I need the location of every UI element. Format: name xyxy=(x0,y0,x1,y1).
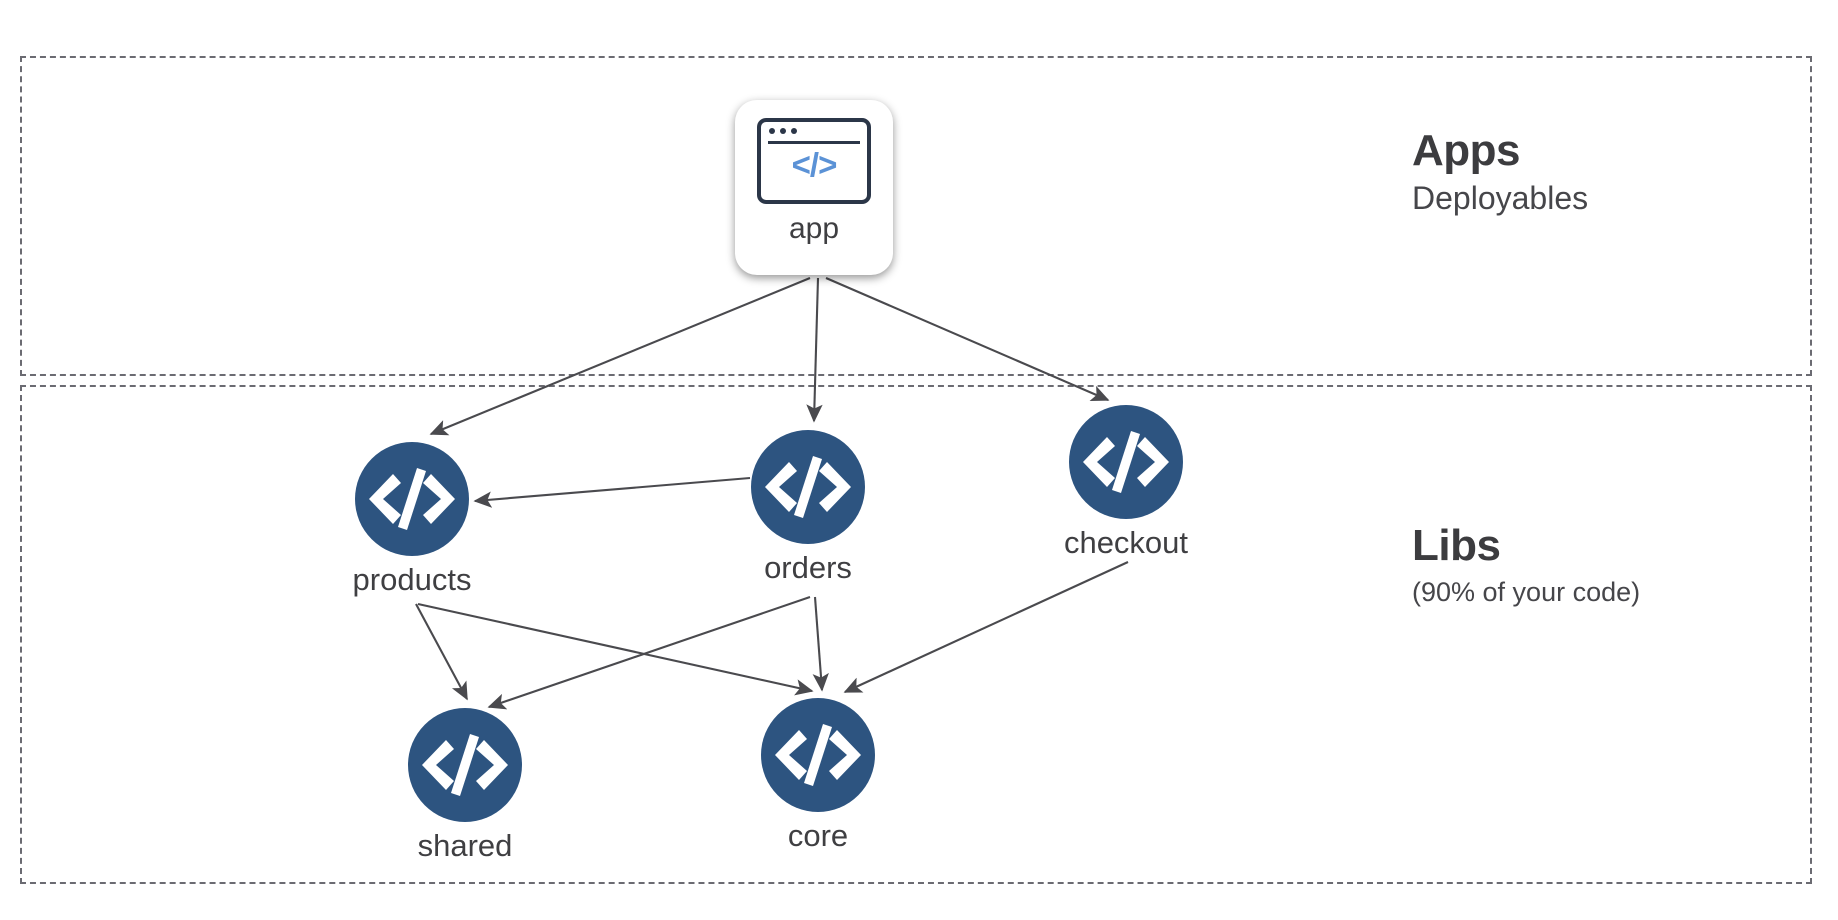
node-shared[interactable]: shared xyxy=(408,708,522,863)
code-icon xyxy=(422,734,508,796)
browser-code-icon: </> xyxy=(757,118,871,204)
code-icon xyxy=(775,724,861,786)
zone-libs-subtitle: (90% of your code) xyxy=(1412,577,1641,608)
node-shared-label: shared xyxy=(417,828,513,863)
node-app[interactable]: </> app xyxy=(735,100,893,275)
node-orders-label: orders xyxy=(764,550,852,585)
browser-divider xyxy=(768,141,860,144)
zone-legend-apps: Apps Deployables xyxy=(1412,126,1589,220)
code-icon xyxy=(765,456,851,518)
node-checkout-label: checkout xyxy=(1063,525,1189,560)
node-orders[interactable]: orders xyxy=(751,430,865,585)
node-core[interactable]: core xyxy=(761,698,875,853)
node-checkout[interactable]: checkout xyxy=(1064,405,1188,560)
zone-libs-title: Libs xyxy=(1412,521,1501,570)
node-products[interactable]: products xyxy=(353,442,471,597)
node-app-label: app xyxy=(788,212,840,245)
zone-apps-title: Apps xyxy=(1412,126,1521,175)
node-products-label: products xyxy=(352,562,472,597)
zone-libs xyxy=(20,385,1812,884)
code-icon xyxy=(1083,431,1169,493)
code-glyph: </> xyxy=(791,146,838,183)
code-icon xyxy=(369,468,455,530)
browser-dots-icon xyxy=(769,128,797,134)
node-core-label: core xyxy=(787,818,849,853)
zone-legend-libs: Libs (90% of your code) xyxy=(1412,521,1641,610)
zone-apps-subtitle: Deployables xyxy=(1412,180,1589,217)
